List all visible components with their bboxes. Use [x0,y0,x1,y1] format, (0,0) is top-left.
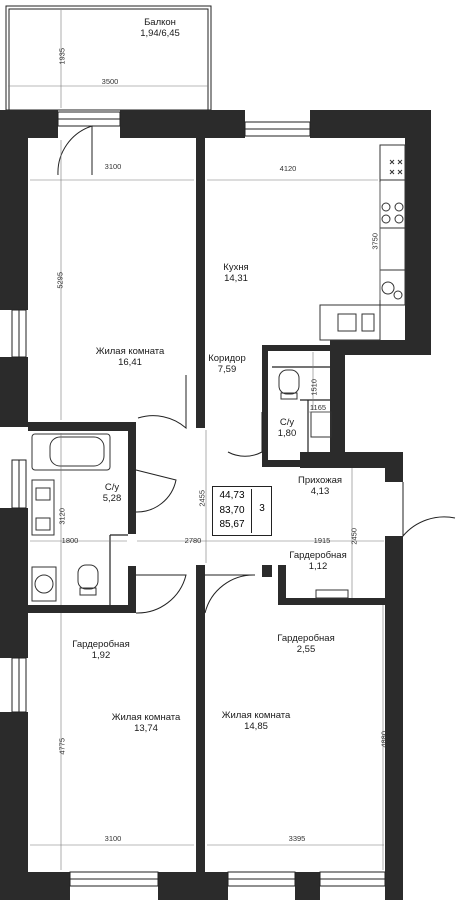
dim-living2-h: 4775 [57,737,67,755]
dim-wc2-h: 3120 [57,507,67,525]
dim-balcony-w: 3500 [101,77,119,86]
dim-living1-h: 5295 [55,271,65,289]
rooms-count: 3 [259,503,265,514]
living1-label: Жилая комната 16,41 [80,346,180,369]
area-with-balcony: 85,67 [219,519,245,530]
wardrobe1-name: Гардеробная [289,550,347,561]
wardrobe2-label: Гардеробная 1,92 [60,639,142,662]
dimension-lines [8,10,384,870]
dim-wc1-h: 1510 [309,378,319,396]
area-values: 44,73 83,70 85,67 [213,489,252,533]
dim-living2-w: 3100 [104,834,122,843]
dim-living3-w: 3395 [288,834,306,843]
wc1-area: 1,80 [277,427,297,439]
kitchen-label: Кухня 14,31 [204,262,268,285]
corridor-label: Коридор 7,59 [205,353,249,376]
doors [57,125,456,614]
wc2-label: С/у 5,28 [92,482,132,505]
hall-name: Прихожая [297,475,343,486]
wardrobe3-area: 2,55 [296,643,316,655]
wardrobe2-name: Гардеробная [72,639,130,650]
dim-wc1-w: 1165 [309,403,327,412]
dim-living1-w: 3100 [104,162,122,171]
kitchen-furniture [319,144,406,341]
balcony-area: 1,94/6,45 [140,27,180,39]
wardrobe2-area: 1,92 [91,649,111,661]
living1-area: 16,41 [118,356,142,368]
balcony-label: Балкон 1,94/6,45 [110,17,210,40]
kitchen-area: 14,31 [224,272,248,284]
wc2-area: 5,28 [102,492,122,504]
corridor-area: 7,59 [217,363,237,375]
wardrobe1-label: Гардеробная 1,12 [276,550,360,573]
area-living: 44,73 [219,490,245,501]
wc1-label: С/у 1,80 [270,417,304,440]
living1-name: Жилая комната [95,346,165,357]
outer-walls [0,110,431,900]
dim-hall-h: 2450 [349,527,359,545]
partitions [109,366,330,605]
windows [11,111,386,887]
balcony-name: Балкон [144,17,176,28]
dim-balcony-h: 1935 [57,47,67,65]
area-total: 83,70 [219,504,245,516]
wc1-name: С/у [279,417,295,428]
living3-label: Жилая комната 14,85 [206,710,306,733]
living3-name: Жилая комната [221,710,291,721]
living3-area: 14,85 [244,720,268,732]
living2-area: 13,74 [134,722,158,734]
dim-corridor-h: 2455 [197,489,207,507]
dim-kitchen-h: 3750 [370,232,380,250]
hall-area: 4,13 [310,485,330,497]
inner-walls [28,138,385,872]
dim-corridor-w: 2780 [184,536,202,545]
area-summary: 44,73 83,70 85,67 3 [212,486,272,536]
balcony-outline [5,5,212,111]
wardrobe3-name: Гардеробная [277,633,335,644]
wardrobe3-label: Гардеробная 2,55 [264,633,348,656]
living2-label: Жилая комната 13,74 [96,712,196,735]
dim-wc2-w: 1800 [61,536,79,545]
wardrobe1-area: 1,12 [308,560,328,572]
wc2-name: С/у [104,482,120,493]
bath-fixtures [31,369,349,602]
hall-label: Прихожая 4,13 [288,475,352,498]
corridor-name: Коридор [208,353,246,364]
dim-living3-h: 4880 [379,730,389,748]
living2-name: Жилая комната [111,712,181,723]
kitchen-name: Кухня [223,262,249,273]
dim-kitchen-w: 4120 [279,164,297,173]
dim-hall-w: 1915 [313,536,331,545]
